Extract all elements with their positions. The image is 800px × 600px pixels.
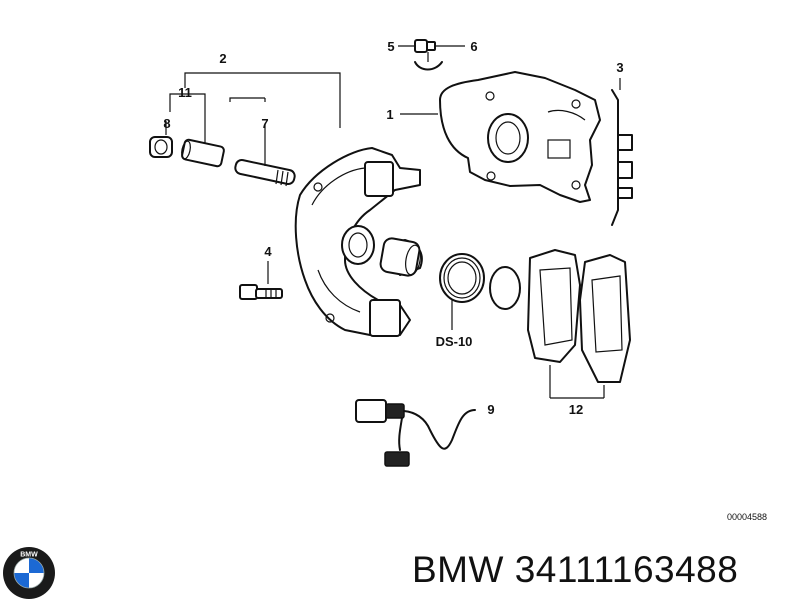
part-1-caliper-housing bbox=[400, 71, 601, 203]
callout-3: 3 bbox=[616, 60, 623, 75]
drawing-code: 00004588 bbox=[727, 512, 767, 522]
part-7-guide-pin bbox=[234, 125, 296, 187]
piston bbox=[379, 237, 423, 277]
callout-1: 1 bbox=[386, 107, 393, 122]
part-9-wear-sensor bbox=[355, 399, 476, 467]
callout-6: 6 bbox=[470, 39, 477, 54]
part-12-brake-pads bbox=[527, 249, 631, 399]
bracket-2-11-leaders bbox=[169, 72, 341, 148]
part-caption: BMW 34111163488 bbox=[412, 545, 794, 595]
part-11-sleeve bbox=[181, 138, 225, 168]
retaining-ring bbox=[489, 266, 521, 310]
piston-seal-ring bbox=[341, 225, 375, 265]
callout-4: 4 bbox=[264, 244, 272, 259]
callout-5: 5 bbox=[387, 39, 394, 54]
part-4-bolt bbox=[239, 261, 283, 300]
bmw-logo: BMW bbox=[3, 547, 55, 599]
callout-11: 11 bbox=[178, 85, 192, 100]
part-8-cap bbox=[149, 121, 173, 158]
part-5-6-bleeder bbox=[398, 39, 465, 71]
part-3-spring-clip bbox=[611, 78, 633, 226]
callout-8: 8 bbox=[163, 116, 170, 131]
caption-brand: BMW bbox=[412, 549, 504, 590]
carrier-bracket bbox=[294, 147, 421, 337]
callout-2: 2 bbox=[219, 51, 226, 66]
logo-letters: BMW bbox=[20, 552, 38, 559]
dust-boot bbox=[439, 253, 485, 330]
callout-12: 12 bbox=[569, 402, 583, 417]
callout-ds10: DS-10 bbox=[436, 334, 473, 349]
callout-9: 9 bbox=[487, 402, 494, 417]
callout-7: 7 bbox=[261, 116, 268, 131]
caption-part-number: 34111163488 bbox=[514, 549, 739, 590]
